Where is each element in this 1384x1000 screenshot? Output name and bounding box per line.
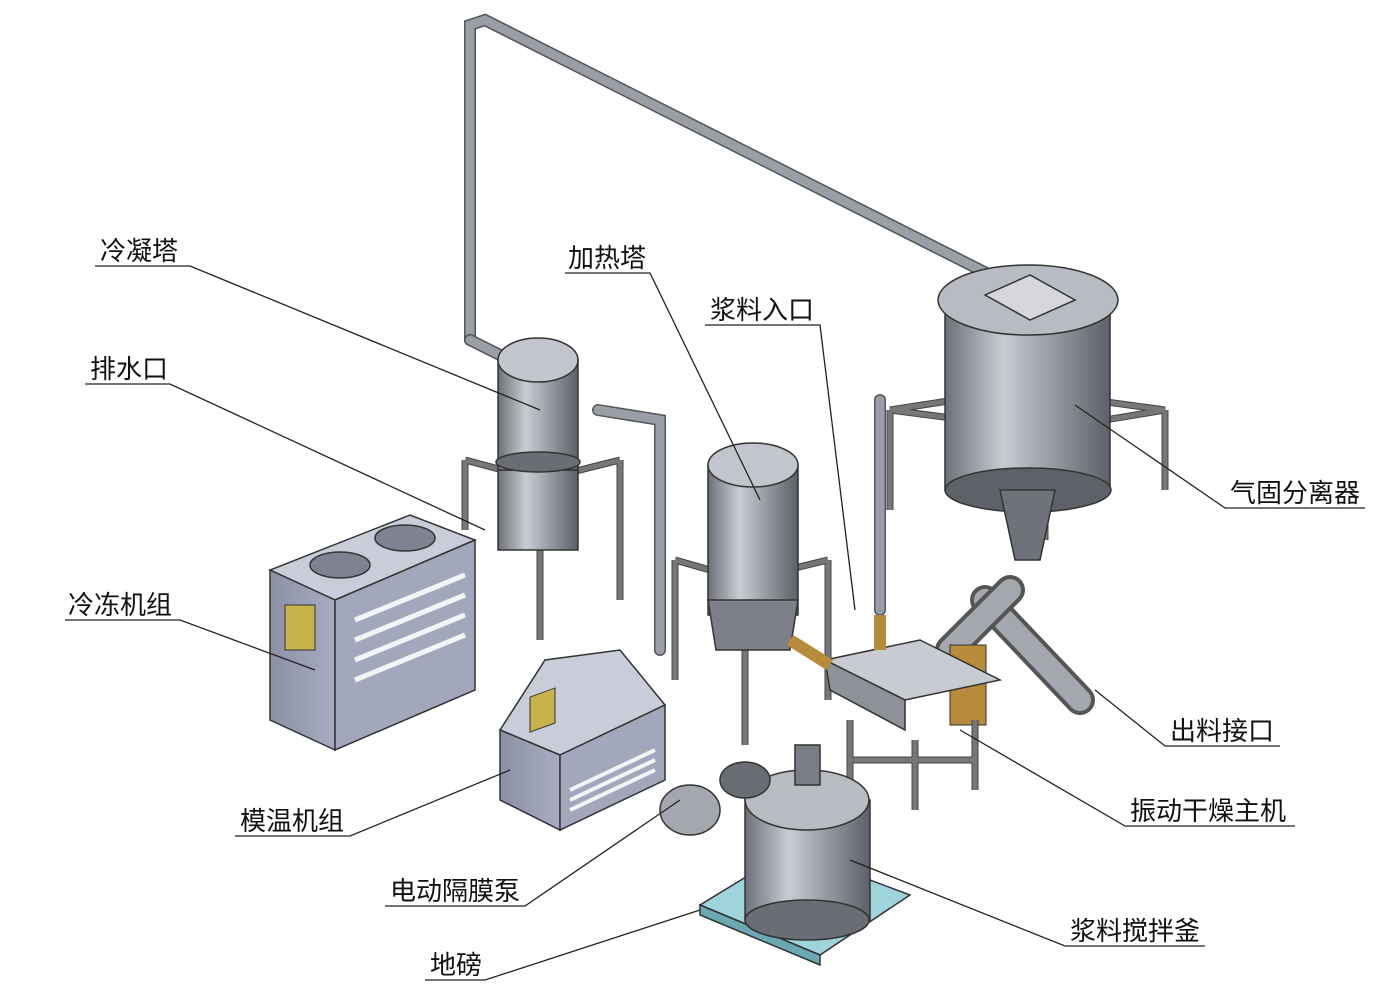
- condenser-tower: [461, 337, 666, 656]
- label-floor-scale: 地磅: [430, 951, 482, 981]
- label-vibration-dryer-main: 振动干燥主机: [1130, 797, 1286, 827]
- electric-diaphragm-pump: [659, 761, 771, 836]
- label-condenser-tower: 冷凝塔: [100, 237, 178, 267]
- label-slurry-mixing-tank: 浆料搅拌釜: [1070, 917, 1200, 947]
- label-drain-outlet: 排水口: [90, 355, 168, 385]
- vibration-dryer: [786, 615, 1003, 810]
- label-electric-diaphragm-pump: 电动隔膜泵: [390, 877, 520, 907]
- label-heating-tower: 加热塔: [568, 244, 646, 274]
- leader-lines: [65, 265, 1365, 981]
- overhead-pipe: [464, 13, 1026, 361]
- label-slurry-inlet: 浆料入口: [710, 296, 814, 326]
- label-gas-solid-separator: 气固分离器: [1230, 479, 1360, 509]
- slurry-mixing-tank: [744, 744, 871, 941]
- mold-temperature-unit: [498, 649, 667, 832]
- chiller-unit: [268, 514, 477, 752]
- heating-tower: [671, 442, 832, 745]
- label-mold-temp-unit: 模温机组: [240, 807, 344, 837]
- label-discharge-port: 出料接口: [1170, 717, 1274, 747]
- label-chiller-unit: 冷冻机组: [68, 591, 172, 621]
